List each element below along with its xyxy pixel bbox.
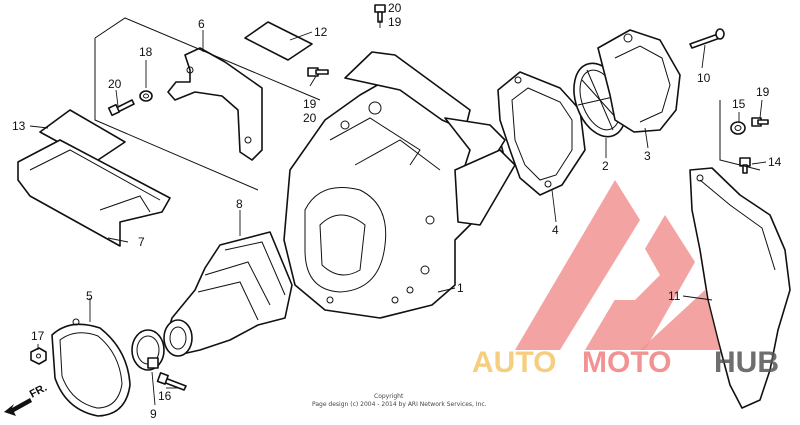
callout-2: 2 bbox=[602, 159, 609, 173]
callout-16: 16 bbox=[158, 389, 172, 403]
guide-line-right bbox=[719, 100, 761, 171]
part-19-bolt-right bbox=[751, 117, 769, 127]
leader-lines bbox=[29, 20, 767, 406]
callout-20-left: 20 bbox=[108, 77, 122, 91]
guide-line-left bbox=[94, 38, 259, 191]
part-1-fan-housing bbox=[283, 51, 516, 319]
callout-labels: 1 2 3 4 5 6 7 8 9 10 11 12 13 14 15 16 1… bbox=[12, 1, 782, 421]
copyright-line-2: Page design (c) 2004 - 2014 by ARI Netwo… bbox=[312, 401, 487, 408]
callout-17: 17 bbox=[31, 329, 45, 343]
part-19-bolt-center bbox=[307, 67, 329, 77]
callout-7: 7 bbox=[138, 235, 145, 249]
callout-8: 8 bbox=[236, 197, 243, 211]
callout-20-top: 20 bbox=[388, 1, 402, 15]
part-18-nut bbox=[139, 90, 153, 102]
front-direction-label: FR. bbox=[28, 382, 49, 401]
watermark-word-moto: MOTO bbox=[582, 346, 671, 379]
part-20-bolt-top bbox=[374, 4, 386, 23]
part-8-air-duct bbox=[163, 231, 293, 357]
callout-4: 4 bbox=[552, 223, 559, 237]
part-17-nut bbox=[30, 347, 47, 365]
guide-line-top bbox=[94, 17, 321, 101]
part-11-shroud bbox=[689, 167, 791, 409]
part-9-clamp bbox=[131, 329, 165, 371]
callout-5: 5 bbox=[86, 289, 93, 303]
callout-9: 9 bbox=[150, 407, 157, 421]
watermark-word-auto: AUTO bbox=[472, 346, 556, 379]
part-7-cover bbox=[17, 139, 171, 247]
part-5-gasket bbox=[51, 318, 131, 417]
callout-13: 13 bbox=[12, 119, 26, 133]
callout-20-center: 20 bbox=[303, 111, 317, 125]
part-10-bolt bbox=[689, 28, 725, 49]
callout-19-top: 19 bbox=[388, 15, 402, 29]
front-direction-arrow-icon bbox=[4, 398, 32, 416]
callout-18: 18 bbox=[139, 45, 153, 59]
part-16-screw bbox=[156, 372, 187, 391]
callout-14: 14 bbox=[768, 155, 782, 169]
watermark-word-hub: HUB bbox=[714, 346, 779, 379]
callout-15: 15 bbox=[732, 97, 746, 111]
callout-12: 12 bbox=[314, 25, 328, 39]
callout-19-center: 19 bbox=[303, 97, 317, 111]
callout-1: 1 bbox=[457, 281, 464, 295]
callout-6: 6 bbox=[198, 17, 205, 31]
watermark-logo: AUTO MOTO HUB bbox=[472, 180, 779, 379]
part-12-plate bbox=[244, 21, 313, 61]
part-6-bracket bbox=[167, 47, 263, 161]
callout-10: 10 bbox=[697, 71, 711, 85]
part-3-fan-cover bbox=[597, 29, 681, 133]
part-4-frame bbox=[497, 71, 586, 196]
callout-3: 3 bbox=[644, 149, 651, 163]
callout-19-right: 19 bbox=[756, 85, 770, 99]
part-20-bolt-left bbox=[107, 99, 135, 117]
callout-11: 11 bbox=[668, 289, 681, 303]
part-15-grommet bbox=[730, 121, 746, 135]
copyright-line-1: Copyright bbox=[374, 393, 404, 400]
